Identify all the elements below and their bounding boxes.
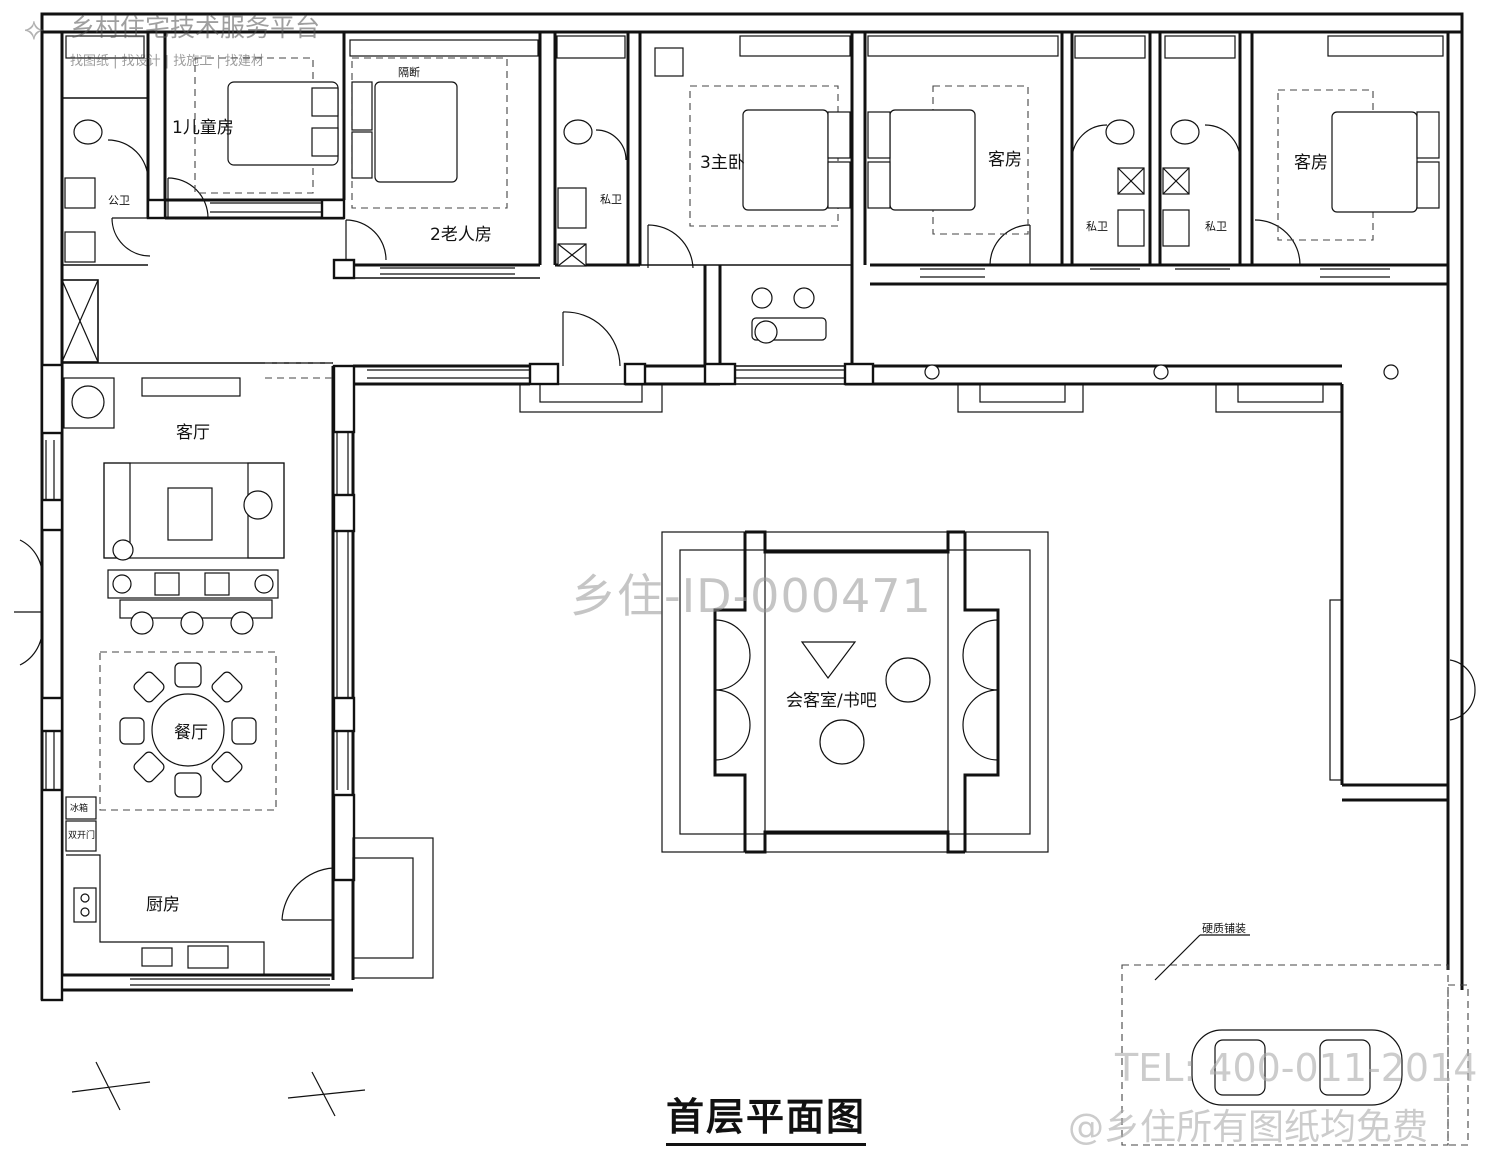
paving [1121,934,1469,1146]
watermark-nav: 找图纸 | 找设计 | 找施工 | 找建材 [70,54,264,69]
plan-title: 首层平面图 [666,1086,867,1146]
label-kitchen: 厨房 [146,895,180,915]
dining-furniture [99,651,277,811]
pillars [40,198,1399,1002]
label-private-bath-2: 私卫 [1086,220,1108,233]
bedroom-furniture [194,35,1444,344]
label-dining-room: 餐厅 [174,723,208,743]
label-child-room: 1儿童房 [172,118,234,138]
watermark-tel: TEL: 400-011-2014 [1115,1046,1478,1090]
room-labels: 公卫 1儿童房 隔断 2老人房 私卫 3主卧 客房 私卫 私卫 客房 客厅 餐厅… [68,65,1328,935]
label-private-bath-3: 私卫 [1205,220,1227,233]
label-fridge: 冰箱 [70,802,88,814]
living-room-furniture [63,377,285,635]
label-partition: 隔断 [398,65,420,79]
windows [45,202,1390,986]
car-icon [1191,1029,1403,1106]
label-hard-paving: 硬质铺装 [1202,922,1246,935]
watermark-free: @乡住所有图纸均免费 [1068,1107,1429,1148]
landscape-plants [71,1061,366,1117]
watermark-platform: 乡村住宅技术服务平台 [70,13,321,42]
label-guest-room-2: 客房 [1294,153,1328,173]
label-private-bath-1: 私卫 [600,193,622,206]
label-reception-study: 会客室/书吧 [786,691,877,711]
bath-fixtures [64,35,1236,267]
watermark-plan-id: 乡住-ID-000471 [570,569,932,623]
label-master-bedroom: 3主卧 [700,153,745,173]
platform-logo-icon: ⟡ [24,12,44,47]
label-public-bath: 公卫 [108,194,130,207]
label-living-room: 客厅 [176,423,210,443]
label-double-door-fridge: 双开门 [68,829,95,841]
pavilion [661,530,1049,854]
steps [352,383,1343,979]
doors [14,124,1476,921]
interior-walls [61,32,1254,366]
kitchen-furniture [65,796,265,975]
label-elder-room: 2老人房 [430,225,492,245]
label-guest-room-1: 客房 [988,150,1022,170]
